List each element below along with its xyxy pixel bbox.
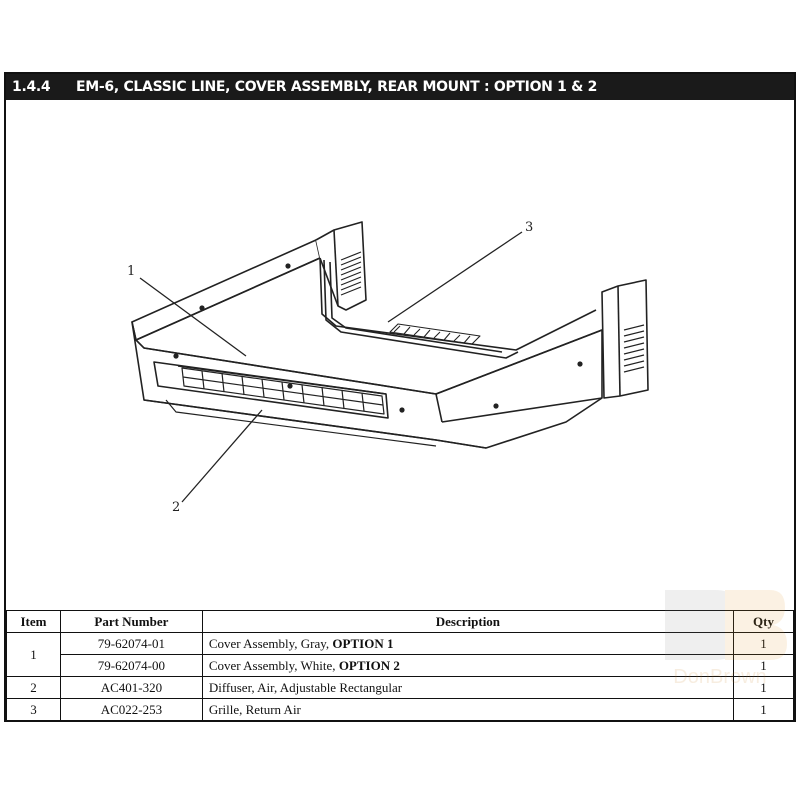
cover-assembly-illustration bbox=[131, 221, 649, 503]
part-number: AC022-253 bbox=[59, 698, 203, 721]
callout-3: 3 bbox=[525, 220, 534, 235]
description: Diffuser, Air, Adjustable Rectangular bbox=[201, 676, 735, 699]
section-title: EM-6, CLASSIC LINE, COVER ASSEMBLY, REAR… bbox=[76, 79, 598, 95]
callout-2: 2 bbox=[172, 500, 181, 515]
parts-table: Item Part Number Description Qty 1 79-62… bbox=[6, 610, 794, 721]
callout-1: 1 bbox=[127, 264, 136, 279]
col-part-number: Part Number bbox=[59, 610, 203, 633]
col-item: Item bbox=[6, 610, 61, 633]
description: Cover Assembly, White, OPTION 2 bbox=[201, 654, 735, 677]
item-number: 1 bbox=[6, 632, 61, 677]
section-number: 1.4.4 bbox=[12, 79, 51, 95]
section-header: 1.4.4 EM-6, CLASSIC LINE, COVER ASSEMBLY… bbox=[6, 74, 794, 100]
table-header-row: Item Part Number Description Qty bbox=[6, 610, 794, 633]
description-option: OPTION 1 bbox=[332, 635, 394, 651]
part-number: AC401-320 bbox=[59, 676, 203, 699]
description-text: Cover Assembly, White, bbox=[208, 657, 339, 673]
item-number: 3 bbox=[6, 698, 61, 721]
table-row: 79-62074-00 Cover Assembly, White, OPTIO… bbox=[7, 654, 794, 677]
item-number: 2 bbox=[6, 676, 61, 699]
quantity: 1 bbox=[733, 632, 794, 655]
part-number: 79-62074-00 bbox=[59, 654, 203, 677]
table-row: 1 79-62074-01 Cover Assembly, Gray, OPTI… bbox=[6, 632, 794, 677]
table-row: 3 AC022-253 Grille, Return Air 1 bbox=[6, 698, 794, 721]
quantity: 1 bbox=[733, 698, 794, 721]
quantity: 1 bbox=[733, 654, 794, 677]
description: Cover Assembly, Gray, OPTION 1 bbox=[201, 632, 735, 655]
col-qty: Qty bbox=[733, 610, 794, 633]
assembly-drawing: 1 2 3 bbox=[6, 100, 794, 610]
description-option: OPTION 2 bbox=[338, 657, 400, 673]
description-text: Cover Assembly, Gray, bbox=[208, 635, 333, 651]
col-description: Description bbox=[201, 610, 735, 633]
parts-sheet: 1.4.4 EM-6, CLASSIC LINE, COVER ASSEMBLY… bbox=[4, 72, 796, 722]
description: Grille, Return Air bbox=[201, 698, 735, 721]
quantity: 1 bbox=[733, 676, 794, 699]
table-row: 2 AC401-320 Diffuser, Air, Adjustable Re… bbox=[6, 676, 794, 699]
part-number: 79-62074-01 bbox=[59, 632, 203, 655]
